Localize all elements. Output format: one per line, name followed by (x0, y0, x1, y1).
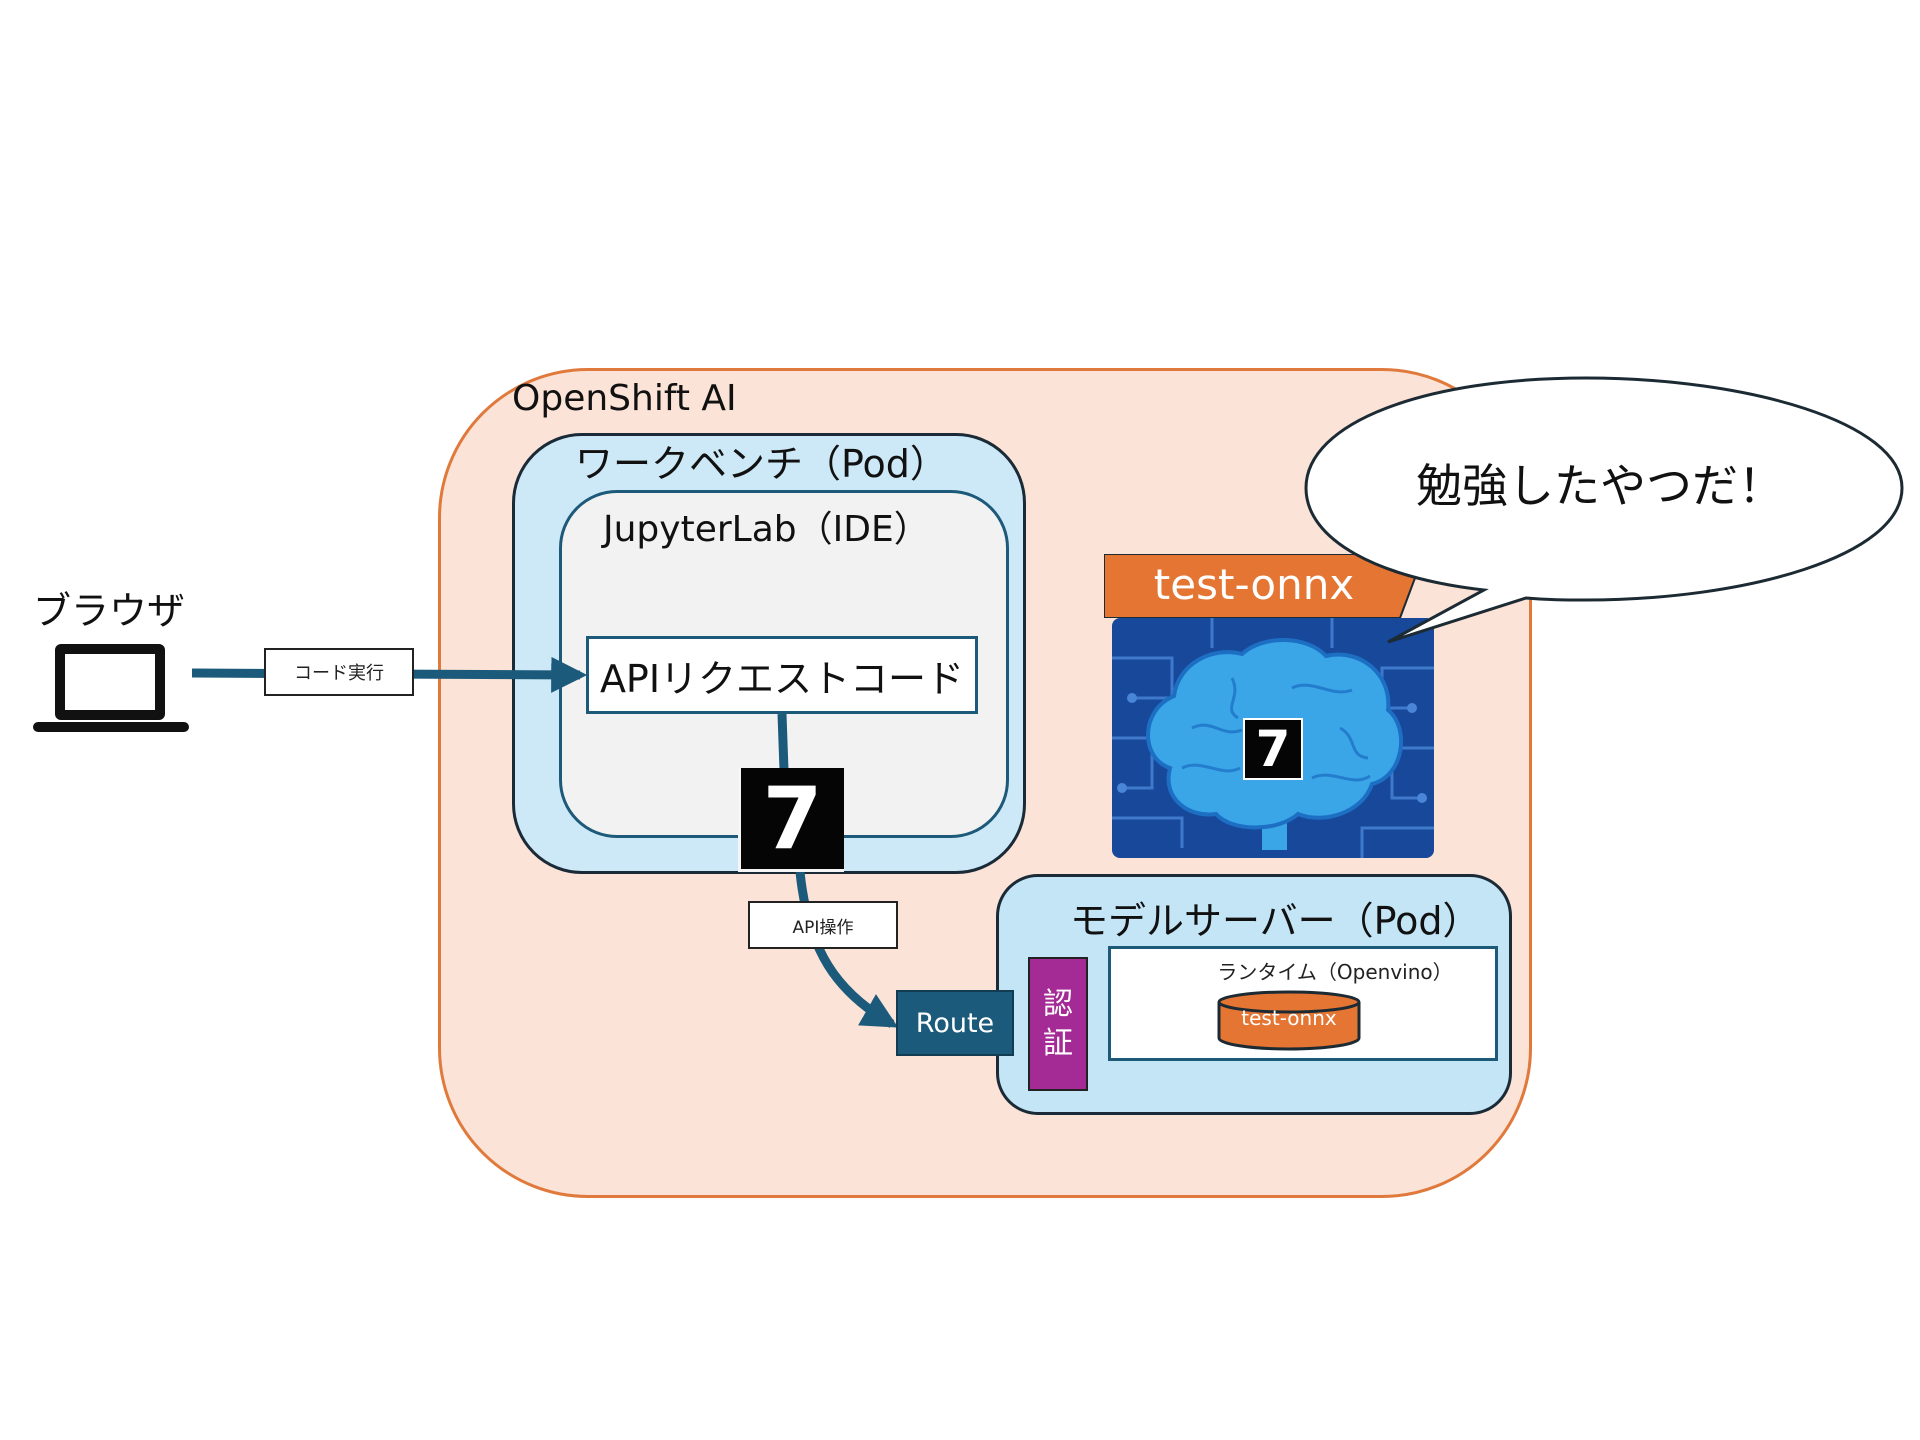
api-request-code-box: APIリクエストコード (586, 636, 978, 714)
digit-image: 7 (738, 768, 844, 872)
runtime-title: ランタイム（Openvino） (1217, 960, 1453, 984)
browser-label: ブラウザ (33, 589, 186, 633)
code-execution-label: コード実行 (264, 648, 414, 696)
openshift-ai-title: OpenShift AI (512, 378, 737, 419)
workbench-pod-title: ワークベンチ（Pod） (575, 442, 948, 486)
auth-label-line2: 証 (1043, 1026, 1073, 1061)
model-server-title: モデルサーバー（Pod） (1070, 899, 1481, 943)
laptop-icon (33, 644, 189, 732)
model-name-banner (1104, 554, 1424, 618)
brain-digit: 7 (1243, 718, 1303, 780)
auth-label-line1: 認 (1043, 987, 1073, 1022)
speech-bubble-text: 勉強したやつだ！ (1416, 459, 1784, 513)
model-name-banner-text: test-onnx (1153, 560, 1355, 609)
line-api-code-to-digit (777, 713, 789, 771)
model-cylinder-label: test-onnx (1241, 1006, 1337, 1030)
route-box: Route (896, 990, 1014, 1056)
arrow-digit-to-route (795, 871, 899, 1028)
api-operation-label: API操作 (748, 901, 898, 949)
speech-bubble (1304, 376, 1904, 644)
auth-box: 認 証 (1028, 957, 1088, 1091)
model-cylinder-icon (1217, 990, 1361, 1051)
jupyterlab-title: JupyterLab（IDE） (603, 509, 930, 550)
